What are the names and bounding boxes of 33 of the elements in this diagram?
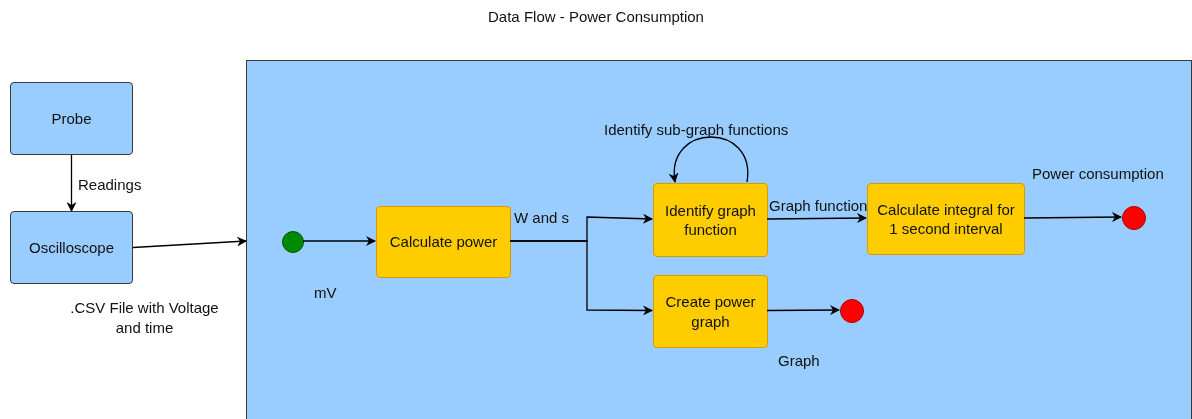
node-text: Create power graph (664, 292, 757, 331)
end-circle (840, 299, 864, 323)
node-text: Oscilloscope (28, 237, 114, 258)
node-text: Identify graph function (664, 200, 757, 240)
edge-label: Graph function (769, 196, 868, 216)
process-box (10, 211, 133, 284)
edge-label: Graph (778, 351, 820, 371)
start-circle (282, 231, 304, 253)
process-box (653, 275, 768, 348)
edge-label: W and s (514, 208, 570, 228)
node-text: Calculate integral for 1 second interval (876, 199, 1016, 239)
end-circle (1122, 206, 1146, 230)
arrow (1023, 212, 1122, 223)
node-text: Calculate power (389, 232, 498, 252)
arrow (302, 236, 376, 246)
edge-label: Identify sub-graph functions (604, 120, 789, 140)
arrow (66, 154, 77, 212)
node-text: Probe (51, 108, 92, 129)
arrow (766, 305, 840, 316)
process-box (867, 183, 1025, 255)
edge-label: .CSV File with Voltage and time (69, 298, 220, 337)
process-box (653, 183, 768, 257)
arrow (766, 213, 867, 224)
edge-label: mV (314, 283, 337, 303)
process-box (10, 82, 133, 155)
arrow (669, 136, 749, 183)
process-panel (246, 60, 1192, 419)
process-box (376, 206, 511, 278)
arrow (132, 236, 247, 249)
diagram-title: Data Flow - Power Consumption (487, 8, 705, 25)
arrow (509, 240, 653, 316)
edge-label: Readings (78, 175, 142, 195)
edge-label: Power consumption (1032, 164, 1164, 184)
